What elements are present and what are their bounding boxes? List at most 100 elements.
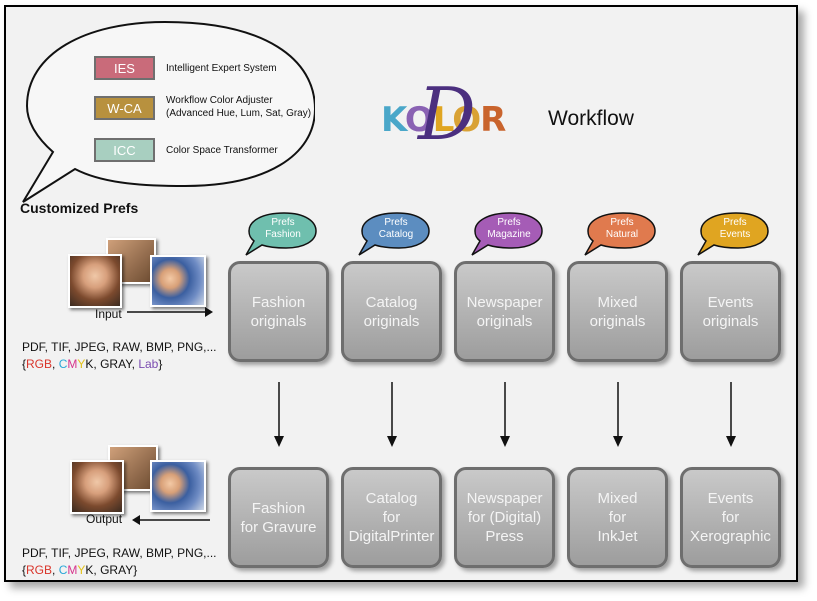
logo-letter: L (432, 100, 453, 140)
prefs-bubble-line: Prefs (497, 217, 521, 228)
color-space-text: , (52, 563, 59, 577)
prefs-bubble-fashion (245, 212, 317, 256)
color-space-text: Y (77, 563, 86, 577)
prefs-bubble-line: Prefs (610, 217, 634, 228)
card-text-line: for Gravure (240, 518, 317, 536)
card-text-line: for (608, 509, 627, 526)
prefs-bubble-line: Prefs (384, 217, 408, 228)
logo-letter: O (404, 100, 434, 140)
color-space-text: } (158, 357, 163, 371)
photo-kids (150, 460, 206, 512)
input-arrow (127, 307, 213, 317)
card-text-line: originals (476, 312, 533, 330)
card-text-line: Fashion (251, 293, 306, 311)
card-text-line: Catalog (365, 293, 418, 311)
down-arrow (500, 382, 510, 447)
legend-description-block: Color Space Transformer (166, 144, 278, 157)
kolor-logo: KOLOR (381, 100, 506, 140)
kolor-logo-d: D (418, 72, 476, 156)
color-space-text: Y (77, 357, 86, 371)
card-text-line: Xerographic (690, 528, 771, 545)
color-space-text: C (58, 357, 68, 371)
photo-kids (150, 255, 206, 307)
color-space-text: RGB (26, 357, 53, 371)
legend-tag-w-ca: W-CA (94, 96, 155, 120)
down-arrow (387, 382, 397, 447)
card-text-line: originals (589, 312, 646, 330)
logo-letter: K (381, 100, 406, 140)
prefs-bubble-line: Magazine (487, 229, 531, 240)
color-space-text: , (52, 357, 59, 371)
color-space-text: K (85, 357, 94, 371)
legend-description: Color Space Transformer (166, 145, 278, 156)
color-space-text: Lab (138, 357, 159, 371)
prefs-bubble-line: Prefs (271, 217, 295, 228)
prefs-bubble-natural (584, 212, 656, 256)
color-space-text: M (67, 357, 78, 371)
card-text-line: Catalog (365, 490, 418, 507)
prefs-bubble-line: Catalog (378, 229, 414, 240)
color-space-text: C (58, 563, 68, 577)
input-label: Input (95, 307, 122, 321)
legend-description: Intelligent Expert System (166, 63, 277, 74)
card-text-line: Mixed (597, 293, 638, 311)
color-space-text: , GRAY, (93, 357, 139, 371)
legend-tag-ies: IES (94, 56, 155, 80)
color-space-text: K (85, 563, 94, 577)
card-text-line: originals (363, 312, 420, 330)
down-arrow (726, 382, 736, 447)
card-text-line: Events (707, 490, 754, 507)
photo-girl (70, 460, 124, 514)
card-text-line: Mixed (597, 490, 638, 507)
prefs-bubble-events (697, 212, 769, 256)
card-text-line: originals (702, 312, 759, 330)
output-formats: PDF, TIF, JPEG, RAW, BMP, PNG,... {RGB, … (22, 545, 216, 579)
photo-girl (68, 254, 122, 308)
card-text-line: Newspaper (466, 490, 543, 507)
card-text-line: Newspaper (466, 293, 543, 311)
card-text-line: for (382, 509, 401, 526)
down-arrow (613, 382, 623, 447)
down-arrow (274, 382, 284, 447)
prefs-bubble-magazine (471, 212, 543, 256)
prefs-bubble-line: Fashion (265, 229, 301, 240)
prefs-bubble-line: Natural (605, 229, 639, 240)
color-space-text: { (22, 563, 27, 577)
legend-description-block: Intelligent Expert System (166, 62, 277, 75)
card-text-line: InkJet (597, 528, 638, 545)
workflow-title: Workflow (548, 107, 634, 130)
output-card: Newspaper for (Digital) Press (454, 467, 555, 568)
input-color-spaces: {RGB, CMYK, GRAY, Lab} (22, 356, 216, 373)
prefs-bubble-line: Prefs (723, 217, 747, 228)
logo-letter: O (452, 100, 481, 140)
color-space-text: { (22, 357, 27, 371)
input-formats-line: PDF, TIF, JPEG, RAW, BMP, PNG,... (22, 340, 217, 354)
card-text-line: for (721, 509, 740, 526)
section-title: Customized Prefs (20, 200, 139, 216)
color-space-text: RGB (26, 563, 53, 577)
color-space-text: M (67, 563, 78, 577)
card-text-line: Events (707, 293, 754, 311)
legend-description: (Advanced Hue, Lum, Sat, Gray) (166, 108, 312, 119)
legend-description-block: Workflow Color Adjuster(Advanced Hue, Lu… (166, 94, 311, 120)
output-label: Output (86, 512, 123, 526)
card-text-line: originals (250, 312, 307, 330)
input-formats: PDF, TIF, JPEG, RAW, BMP, PNG,... {RGB, … (22, 339, 216, 373)
logo-letter: R (480, 100, 506, 140)
card-text-line: DigitalPrinter (348, 528, 435, 545)
card-text-line: for (Digital) (467, 509, 542, 526)
output-color-spaces: {RGB, CMYK, GRAY} (22, 562, 216, 579)
card-text-line: Press (485, 528, 524, 545)
